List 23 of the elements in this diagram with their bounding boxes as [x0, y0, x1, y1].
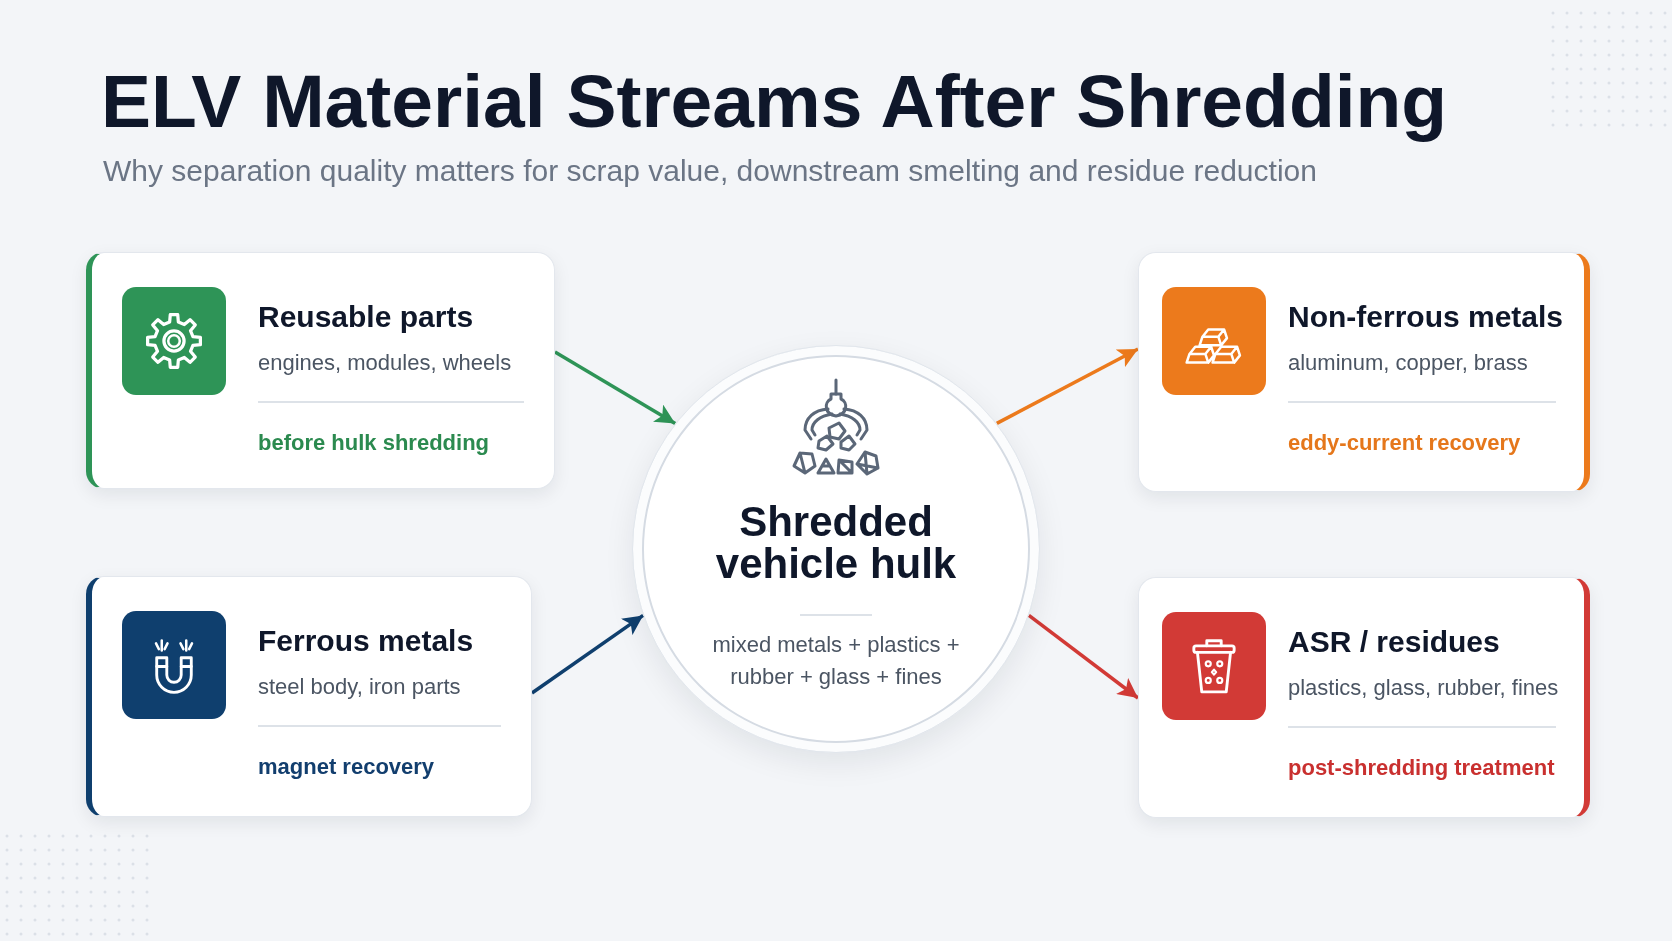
- arrow: [531, 613, 645, 695]
- arrow: [996, 347, 1139, 425]
- card-title: Ferrous metals: [258, 623, 475, 659]
- card-description: engines, modules, wheels: [258, 349, 513, 377]
- page-subtitle: Why separation quality matters for scrap value, downstream smelting and residue reduction: [103, 153, 1317, 189]
- stream-card: [86, 252, 555, 489]
- card-title: Reusable parts: [258, 299, 475, 335]
- hub-title: Shredded vehicle hulk: [714, 501, 958, 585]
- method-label: post-shredding treatment: [1288, 753, 1556, 782]
- stream-card: [86, 576, 532, 817]
- card-title: ASR / residues: [1288, 624, 1501, 660]
- method-label: before hulk shredding: [258, 428, 491, 457]
- method-label: eddy-current recovery: [1288, 428, 1522, 457]
- stream-card: [1138, 252, 1590, 492]
- hub-description: mixed metals + plastics + rubber + glass + fines: [711, 631, 961, 691]
- card-description: plastics, glass, rubber, fines: [1288, 674, 1560, 702]
- card-description: steel body, iron parts: [258, 673, 462, 701]
- stream-card: [1138, 577, 1590, 818]
- card-title: Non-ferrous metals: [1288, 299, 1565, 335]
- arrow: [1027, 614, 1140, 700]
- method-label: magnet recovery: [258, 752, 436, 781]
- arrow: [554, 350, 677, 425]
- card-description: aluminum, copper, brass: [1288, 349, 1529, 377]
